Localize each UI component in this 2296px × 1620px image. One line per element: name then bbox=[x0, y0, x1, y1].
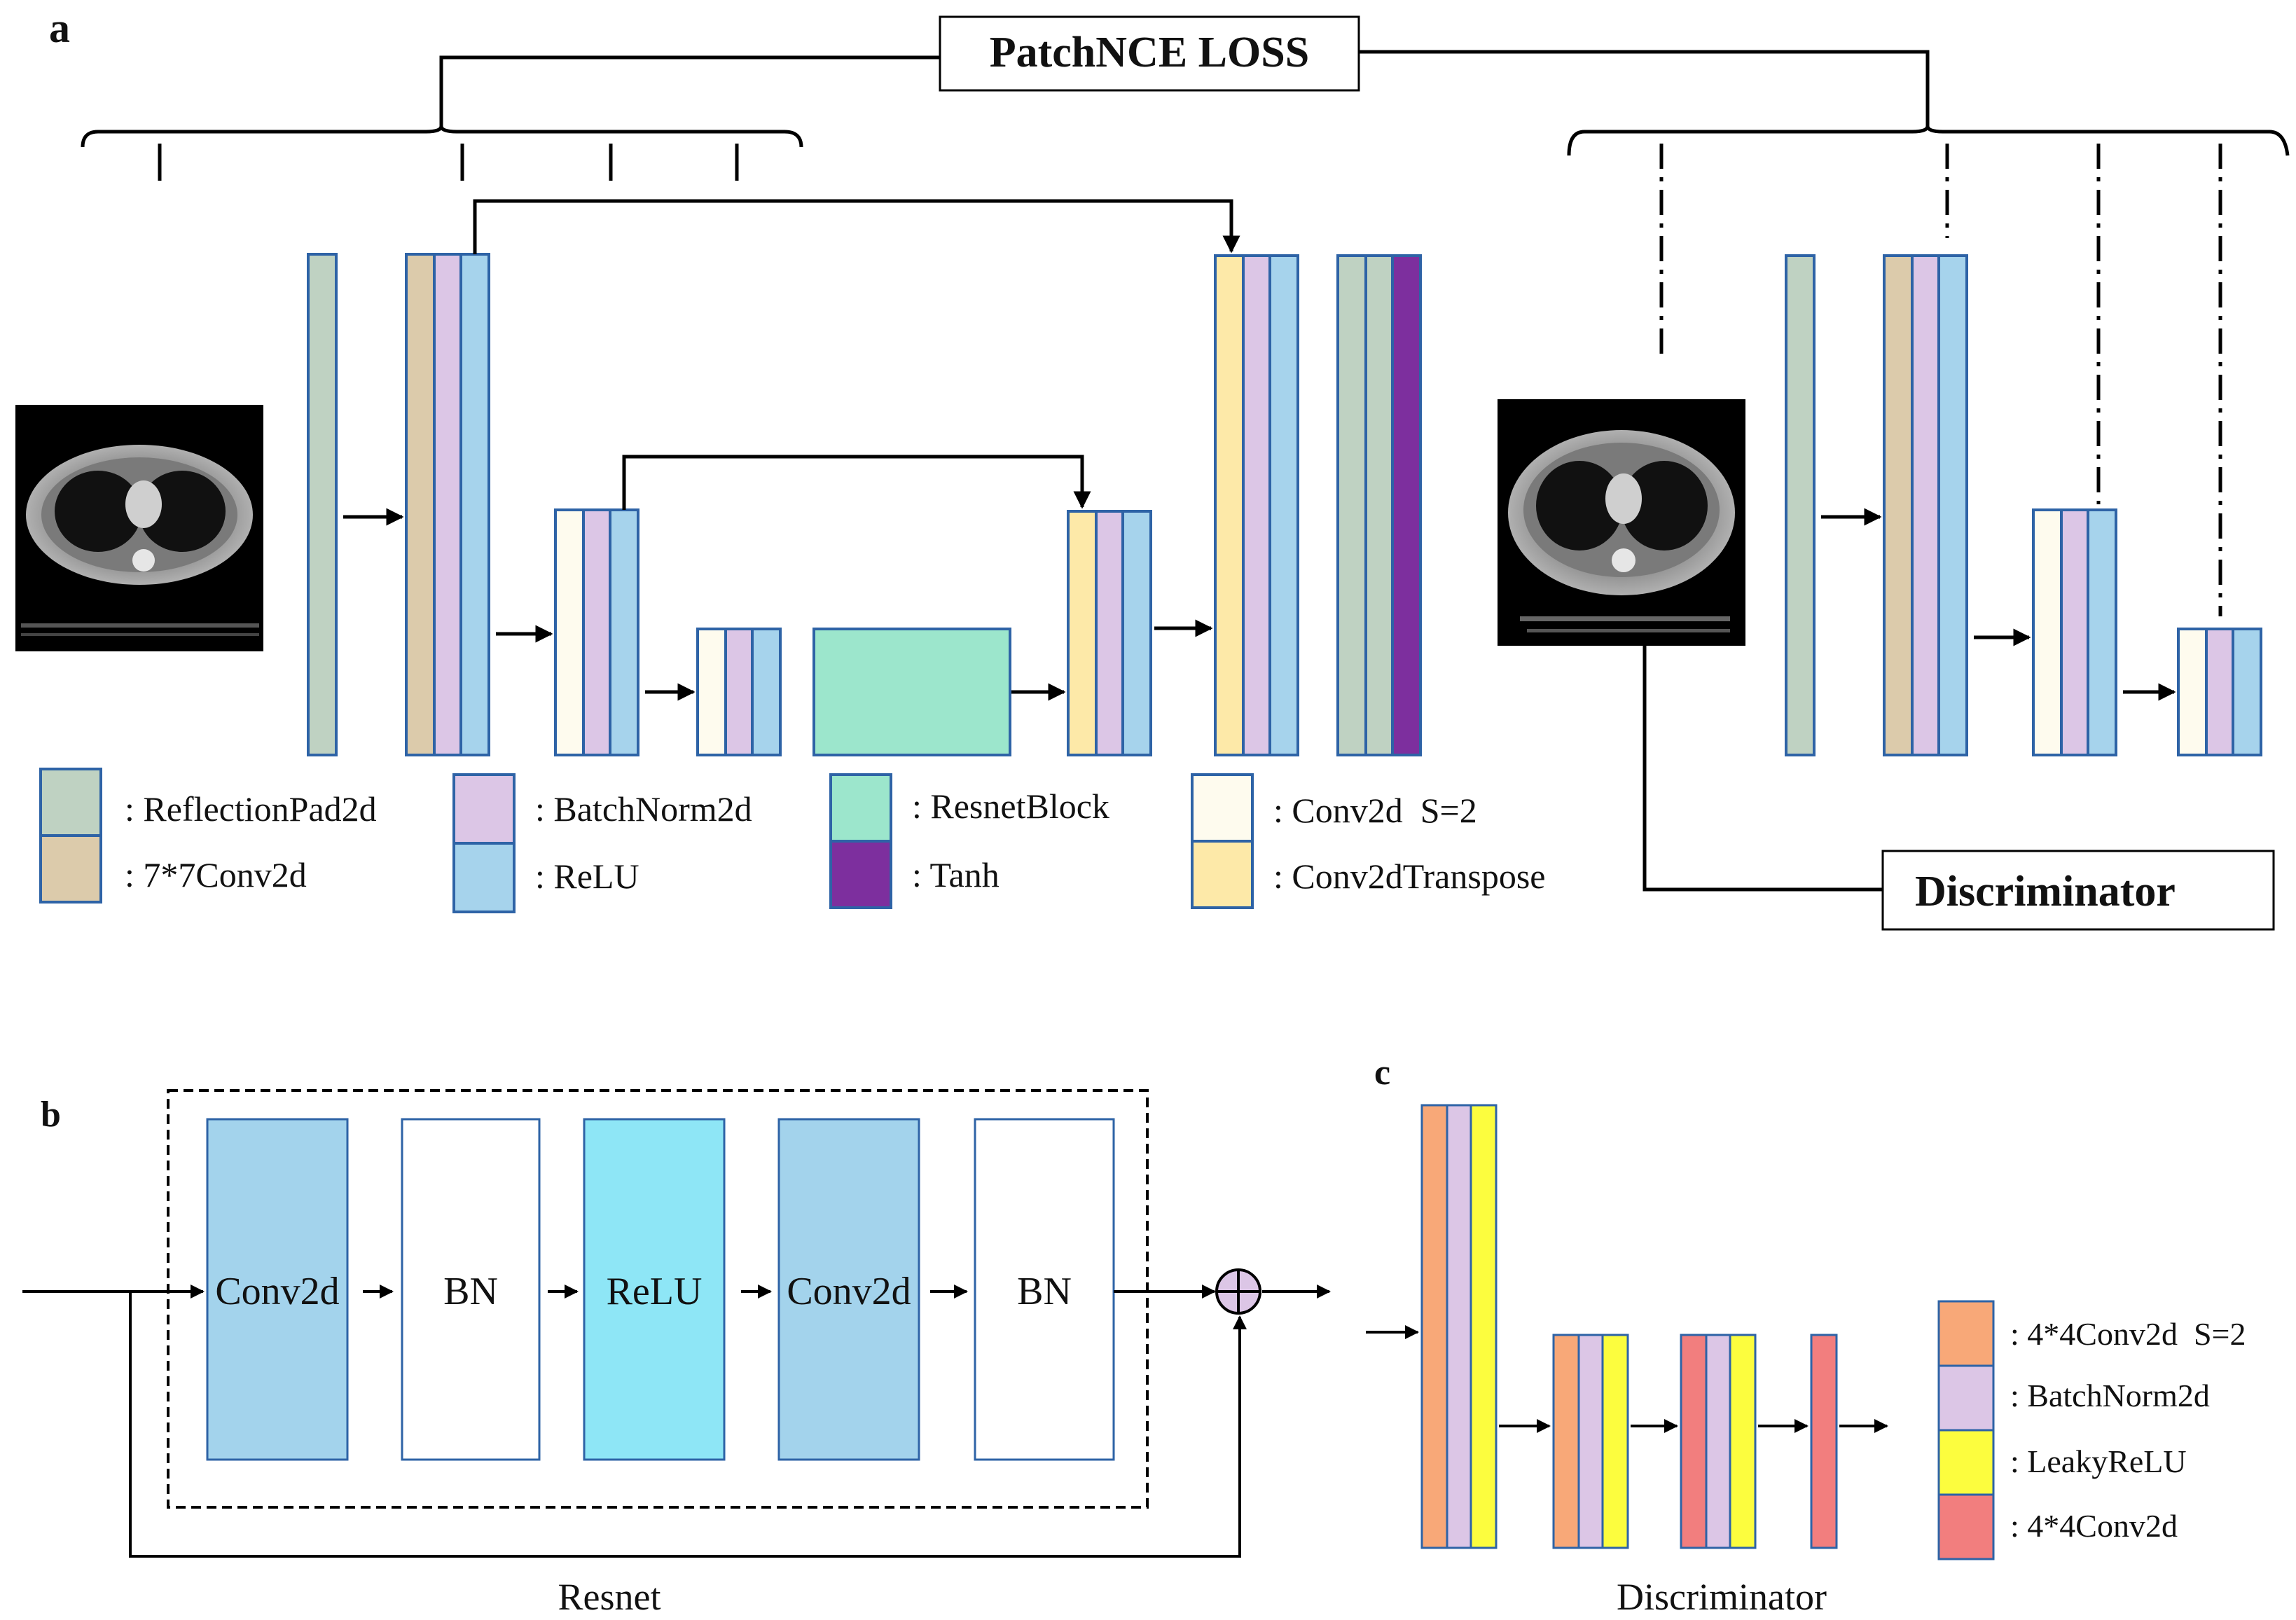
legend-label-relu: : ReLU bbox=[535, 857, 639, 896]
resnet-block-relu bbox=[583, 1118, 726, 1461]
resnet-arrows bbox=[22, 1285, 1331, 1558]
disc-layers-c bbox=[1420, 1104, 1838, 1549]
resnet-block-layer bbox=[812, 628, 1011, 756]
legend-swatch-batchnorm bbox=[452, 773, 516, 845]
legend-swatch-reflection-pad bbox=[39, 768, 102, 837]
discriminator-caption: Discriminator bbox=[1617, 1576, 1827, 1618]
legend-swatch-conv2d-s2 bbox=[1191, 773, 1254, 843]
discriminator-box: Discriminator bbox=[1881, 850, 2275, 931]
generator-arrows bbox=[343, 199, 1240, 701]
legend-label-batchnorm: : BatchNorm2d bbox=[535, 789, 752, 829]
decoder-block-1 bbox=[1067, 510, 1152, 756]
resnet-label-bn-2: BN bbox=[1017, 1270, 1072, 1313]
legend-a: : ReflectionPad2d : 7*7Conv2d : BatchNor… bbox=[39, 768, 1545, 913]
legend-label-resnet-block: : ResnetBlock bbox=[912, 787, 1109, 826]
resnet-blocks bbox=[206, 1118, 1115, 1461]
legend-label-conv7: : 7*7Conv2d bbox=[125, 855, 307, 894]
legend-label-conv4: : 4*4Conv2d bbox=[2010, 1508, 2178, 1544]
legend-swatch-conv4-s2 bbox=[1937, 1300, 1995, 1367]
resnet-label-bn-1: BN bbox=[443, 1270, 498, 1313]
panel-b: b Conv2d BN ReLU Conv2d BN bbox=[22, 1089, 1331, 1618]
output-block bbox=[1336, 254, 1422, 756]
left-brace bbox=[81, 125, 803, 181]
legend-swatch-tanh bbox=[829, 840, 892, 909]
legend-label-batchnorm-c: : BatchNorm2d bbox=[2010, 1378, 2210, 1413]
legend-swatch-leaky-relu bbox=[1937, 1429, 1995, 1496]
resnet-block-labels: Conv2d BN ReLU Conv2d BN bbox=[215, 1270, 1072, 1313]
input-ct-image bbox=[15, 405, 263, 651]
legend-label-leaky-relu: : LeakyReLU bbox=[2010, 1444, 2187, 1479]
legend-swatch-conv7 bbox=[39, 834, 102, 904]
encoder-block-2 bbox=[554, 508, 639, 756]
legend-label-conv4-s2: : 4*4Conv2d S=2 bbox=[2010, 1316, 2246, 1352]
legend-swatch-resnet-block bbox=[829, 773, 892, 843]
panel-c: c Discriminator bbox=[1366, 1053, 2246, 1618]
resnet-label-conv2d-1: Conv2d bbox=[215, 1270, 339, 1313]
patchnce-loss-label: PatchNCE LOSS bbox=[990, 29, 1309, 76]
legend-label-conv2d-transpose: : Conv2dTranspose bbox=[1273, 857, 1545, 896]
discriminator-box-label: Discriminator bbox=[1915, 868, 2176, 915]
legend-c: : 4*4Conv2d S=2 : BatchNorm2d : LeakyReL… bbox=[1937, 1300, 2246, 1560]
legend-swatch-relu bbox=[452, 842, 516, 913]
decoder-block-2 bbox=[1214, 254, 1299, 756]
discriminator-ct-image bbox=[1498, 399, 1745, 646]
discriminator-arrows-a bbox=[1821, 508, 2176, 701]
loss-connectors bbox=[439, 50, 1930, 126]
panel-a: a PatchNCE LOSS bbox=[15, 5, 2290, 931]
reflection-pad-layer bbox=[307, 253, 338, 756]
disc-arrows-c bbox=[1366, 1325, 1888, 1433]
panel-c-label: c bbox=[1374, 1053, 1390, 1093]
legend-swatch-conv4 bbox=[1937, 1493, 1995, 1560]
resnet-block-bn-1 bbox=[401, 1118, 541, 1461]
encoder-block-3 bbox=[696, 628, 782, 756]
resnet-block-conv2d-1 bbox=[206, 1118, 349, 1461]
panel-b-label: b bbox=[41, 1095, 61, 1135]
add-node bbox=[1215, 1268, 1261, 1315]
resnet-block-conv2d-2 bbox=[777, 1118, 920, 1461]
resnet-label-relu: ReLU bbox=[607, 1270, 703, 1313]
right-brace bbox=[1567, 125, 2290, 616]
legend-label-tanh: : Tanh bbox=[912, 855, 1000, 894]
resnet-block-bn-2 bbox=[974, 1118, 1115, 1461]
legend-label-conv2d-s2: : Conv2d S=2 bbox=[1273, 791, 1477, 830]
generator-layers bbox=[307, 253, 1422, 756]
resnet-dashed-boundary bbox=[167, 1089, 1149, 1509]
legend-label-reflection-pad: : ReflectionPad2d bbox=[125, 789, 377, 829]
resnet-label-conv2d-2: Conv2d bbox=[787, 1270, 911, 1313]
legend-swatch-batchnorm-c bbox=[1937, 1364, 1995, 1432]
discriminator-connector bbox=[1643, 646, 1883, 892]
discriminator-layers-a bbox=[1785, 254, 2262, 756]
resnet-caption: Resnet bbox=[558, 1576, 661, 1618]
encoder-block-1 bbox=[405, 253, 490, 756]
legend-swatch-conv2d-transpose bbox=[1191, 840, 1254, 909]
panel-a-label: a bbox=[49, 5, 70, 51]
patchnce-loss-box: PatchNCE LOSS bbox=[939, 15, 1360, 92]
